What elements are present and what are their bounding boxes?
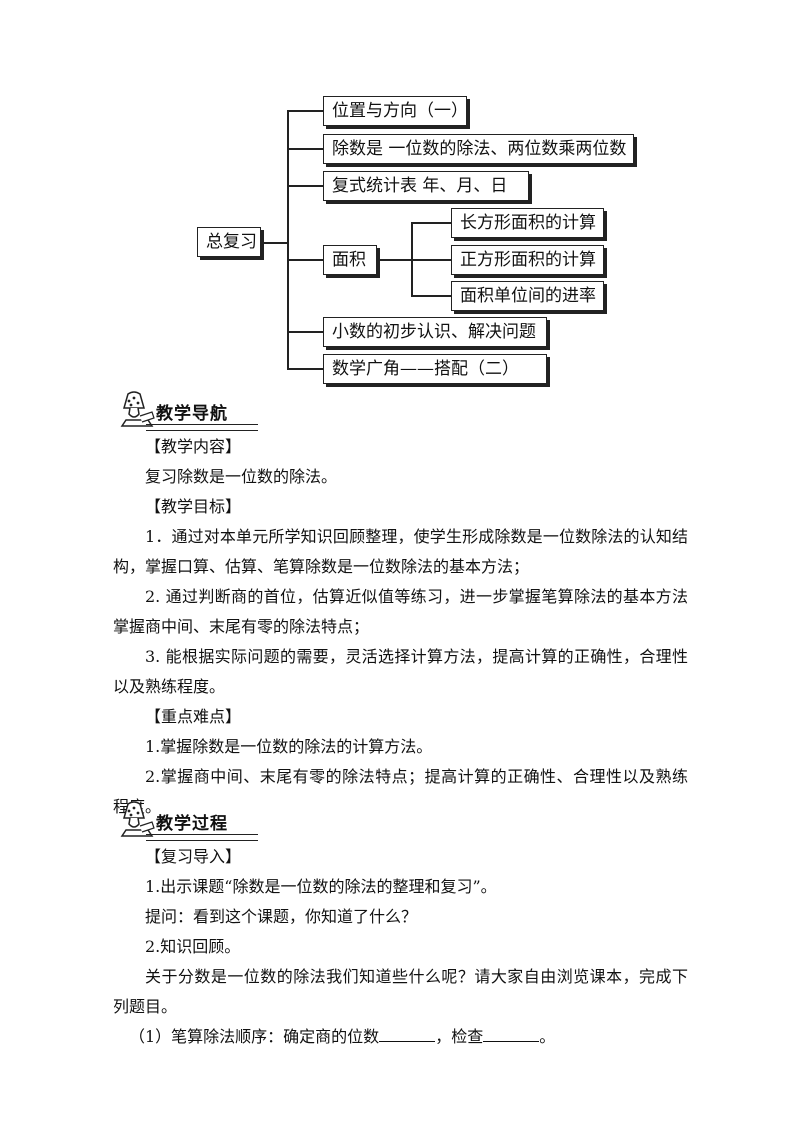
goal-label: 【教学目标】 [145, 497, 242, 516]
review-label: 【复习导入】 [145, 847, 242, 866]
lamp-icon [120, 391, 155, 427]
goal-item-1: 1．通过对本单元所学知识回顾整理，使学生形成除数是一位数除法的认知结构，掌握口算… [113, 527, 688, 576]
branch-connector [287, 148, 323, 150]
step-1: 1.出示课题“除数是一位数的除法的整理和复习”。 [145, 877, 497, 896]
blank-field[interactable] [379, 1023, 436, 1042]
section-header-teaching-navigation: 教学导航 [118, 390, 258, 434]
key-item-2: 2.掌握商中间、末尾有零的除法特点；提高计算的正确性、合理性以及熟练程度。 [113, 767, 688, 816]
area-child-rectangle: 长方形面积的计算 [451, 208, 604, 238]
area-trunk [411, 222, 413, 295]
blank-field[interactable] [483, 1023, 540, 1042]
branch-area: 面积 [323, 245, 377, 275]
area-child-unit-rate: 面积单位间的进率 [451, 281, 604, 311]
section-underline [146, 424, 258, 431]
root-connector [263, 242, 287, 244]
branch-math-corner: 数学广角——搭配（二） [323, 354, 547, 384]
content-label: 【教学内容】 [145, 437, 242, 456]
fill-in-question: （1）笔算除法顺序：确定商的位数 ，检查 。 [113, 1022, 688, 1052]
branch-connector [287, 259, 323, 261]
area-child-connector [411, 222, 451, 224]
branch-connector [287, 110, 323, 112]
fill-prefix: （1）笔算除法顺序：确定商的位数 [129, 1027, 380, 1046]
area-connector [379, 259, 411, 261]
branch-statistics: 复式统计表 年、月、日 [323, 171, 529, 201]
area-child-square: 正方形面积的计算 [451, 245, 604, 275]
content-text: 复习除数是一位数的除法。 [145, 467, 338, 486]
mindmap-root: 总复习 [197, 227, 261, 257]
fill-mid: ，检查 [435, 1027, 484, 1046]
lamp-icon [120, 801, 155, 837]
branch-division: 除数是 一位数的除法、两位数乘两位数 [323, 134, 634, 164]
goal-item-3: 3. 能根据实际问题的需要，灵活选择计算方法，提高计算的正确性，合理性以及熟练程… [113, 647, 688, 696]
section-header-teaching-process: 教学过程 [118, 800, 258, 844]
question-text: 提问：看到这个课题，你知道了什么？ [145, 907, 418, 926]
area-child-connector [411, 259, 451, 261]
goal-item-2: 2. 通过判断商的首位，估算近似值等练习，进一步掌握笔算除法的基本方法掌握商中间… [113, 587, 688, 636]
branch-decimals: 小数的初步认识、解决问题 [323, 317, 547, 347]
fill-end: 。 [539, 1027, 556, 1046]
branch-connector [287, 368, 323, 370]
trunk-line [287, 110, 289, 368]
branch-connector [287, 185, 323, 187]
area-child-connector [411, 295, 451, 297]
review-text: 关于分数是一位数的除法我们知道些什么呢？请大家自由浏览课本，完成下列题目。 [113, 967, 688, 1016]
section-title: 教学过程 [156, 814, 228, 834]
key-item-1: 1.掌握除数是一位数的除法的计算方法。 [145, 737, 433, 756]
section-underline [146, 834, 258, 841]
step-2: 2.知识回顾。 [145, 937, 241, 956]
key-label: 【重点难点】 [145, 707, 242, 726]
section-title: 教学导航 [156, 404, 228, 424]
branch-position-direction: 位置与方向（一） [323, 96, 468, 126]
branch-connector [287, 331, 323, 333]
